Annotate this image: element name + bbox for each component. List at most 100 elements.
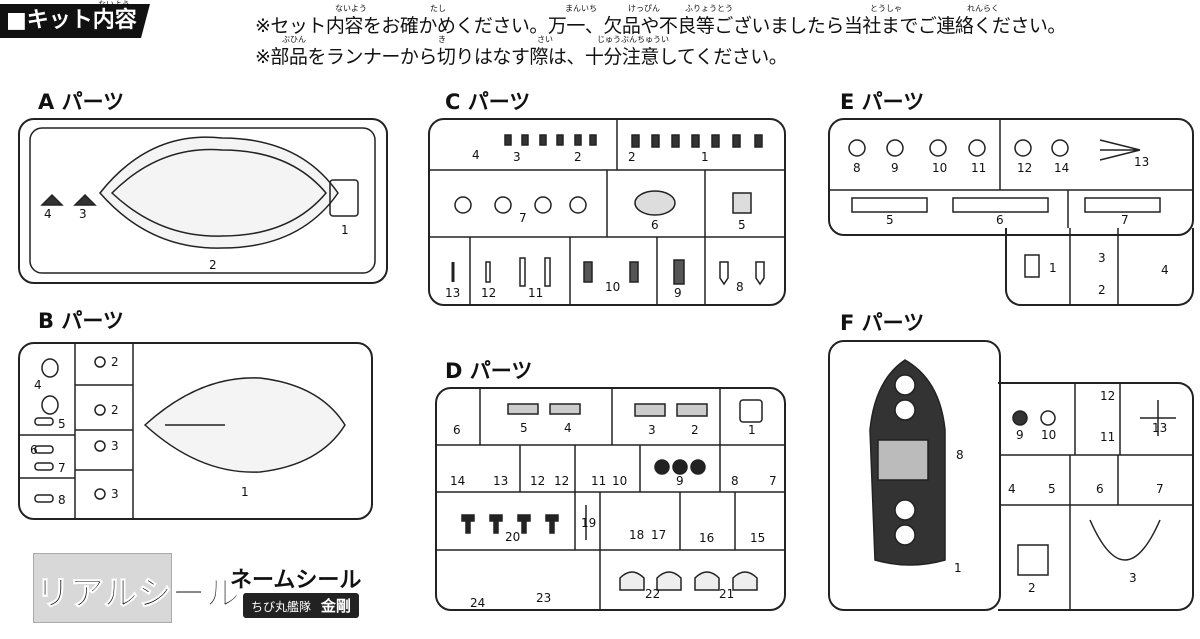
part-label: 24	[470, 596, 486, 610]
ruby: たし	[430, 4, 446, 13]
part-label: 1	[241, 485, 249, 499]
name-seal-label: ネームシール	[230, 568, 362, 593]
panel-f-runner	[828, 340, 1001, 611]
part-label: 1	[701, 150, 709, 164]
part-label: 9	[891, 161, 899, 175]
panel-a-title: A パーツ	[38, 90, 125, 114]
panel-b-runner	[18, 342, 373, 520]
ruby: れんらく	[967, 4, 999, 13]
part-label: 16	[699, 531, 715, 545]
part-label: 4	[564, 421, 572, 435]
real-seal-sheet	[33, 553, 172, 623]
part-label: 1	[341, 223, 349, 237]
part-label: 2	[691, 423, 699, 437]
part-label: 7	[519, 211, 527, 225]
panel-c-runner	[428, 118, 786, 306]
part-label: 9	[674, 286, 682, 300]
ruby: ふりょうとう	[685, 4, 733, 13]
ruby: ないよう	[335, 4, 367, 13]
panel-f-runner-right	[998, 382, 1194, 611]
notice-line-1: ※セット内容をお確かめください。万一、欠品や不良等ございましたら当社までご連絡く…	[255, 15, 1066, 37]
part-label: 4	[34, 378, 42, 392]
part-label: 2	[628, 150, 636, 164]
part-label: 8	[736, 280, 744, 294]
part-label: 9	[1016, 428, 1024, 442]
ruby: ぶひん	[282, 35, 306, 44]
part-label: 9	[676, 474, 684, 488]
part-label: 21	[719, 587, 735, 601]
part-label: 12	[554, 474, 570, 488]
part-label: 13	[493, 474, 509, 488]
part-label: 6	[651, 218, 659, 232]
part-label: 3	[1098, 251, 1106, 265]
part-label: 13	[1134, 155, 1150, 169]
notice-line-2: ※部品をランナーから切りはなす際は、十分注意してください。	[255, 46, 788, 68]
part-label: 2	[1028, 581, 1036, 595]
part-label: 3	[1129, 571, 1137, 585]
ruby: じゅうぶんちゅうい	[597, 35, 669, 44]
part-label: 17	[651, 528, 667, 542]
part-label: 11	[528, 286, 544, 300]
part-label: 4	[44, 207, 52, 221]
part-label: 7	[58, 461, 66, 475]
part-label: 10	[605, 280, 621, 294]
part-label: 11	[591, 474, 607, 488]
part-label: 2	[1098, 283, 1106, 297]
panel-b-title: B パーツ	[38, 309, 124, 333]
part-label: 4	[1161, 263, 1169, 277]
part-label: 1	[1049, 261, 1057, 275]
real-seal-label: リアルシール	[36, 574, 241, 615]
part-label: 10	[1041, 428, 1057, 442]
part-label: 6	[453, 423, 461, 437]
part-label: 8	[731, 474, 739, 488]
part-label: 4	[472, 148, 480, 162]
name-plate-series: ちび丸艦隊	[251, 600, 312, 614]
part-label: 12	[530, 474, 546, 488]
part-label: 10	[612, 474, 628, 488]
name-seal-plate: ちび丸艦隊 金剛	[243, 593, 359, 618]
ruby: き	[438, 35, 446, 44]
part-label: 6	[30, 443, 38, 457]
part-label: 7	[1156, 482, 1164, 496]
part-label: 10	[932, 161, 948, 175]
part-label: 23	[536, 591, 552, 605]
part-label: 8	[956, 448, 964, 462]
part-label: 11	[971, 161, 987, 175]
part-label: 5	[1048, 482, 1056, 496]
part-label: 3	[648, 423, 656, 437]
part-label: 7	[769, 474, 777, 488]
part-label: 20	[505, 530, 521, 544]
part-label: 18	[629, 528, 645, 542]
part-label: 19	[581, 516, 597, 530]
part-label: 5	[58, 417, 66, 431]
part-label: 12	[481, 286, 497, 300]
part-label: 13	[1152, 421, 1168, 435]
part-label: 12	[1100, 389, 1116, 403]
part-label: 14	[450, 474, 466, 488]
panel-d-runner	[435, 387, 786, 611]
part-label: 5	[738, 218, 746, 232]
part-label: 2	[111, 355, 119, 369]
heading-ruby: ないよう	[98, 0, 130, 9]
part-label: 2	[574, 150, 582, 164]
panel-a-runner	[18, 118, 388, 284]
part-label: 2	[111, 403, 119, 417]
part-label: 3	[111, 439, 119, 453]
part-label: 3	[79, 207, 87, 221]
part-label: 1	[954, 561, 962, 575]
ruby: さい	[537, 35, 553, 44]
part-label: 4	[1008, 482, 1016, 496]
part-label: 2	[209, 258, 217, 272]
panel-e-title: E パーツ	[840, 90, 925, 114]
part-label: 3	[111, 487, 119, 501]
name-plate-ship: 金剛	[320, 597, 351, 615]
panel-e-runner-lower	[1005, 228, 1194, 306]
part-label: 14	[1054, 161, 1070, 175]
part-label: 11	[1100, 430, 1116, 444]
kit-contents-heading: ■キット内容	[0, 4, 150, 38]
part-label: 5	[520, 421, 528, 435]
part-label: 1	[748, 423, 756, 437]
panel-d-title: D パーツ	[445, 359, 533, 383]
